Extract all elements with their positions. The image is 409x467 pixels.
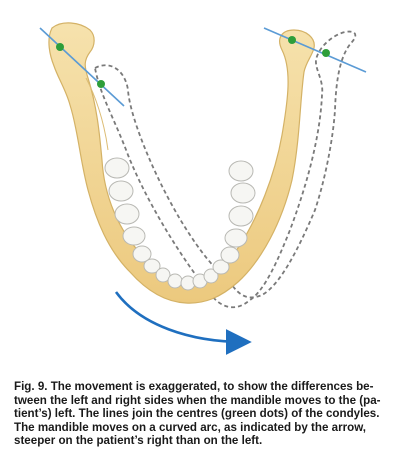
mandible-notch <box>85 77 109 151</box>
condyle-dot-right-displaced <box>322 49 330 57</box>
displaced-mandible-outline <box>93 30 357 309</box>
curved-arrow-icon <box>114 291 252 355</box>
figure-label: Fig. 9. <box>14 380 48 393</box>
condyle-dot-left-displaced <box>97 80 105 88</box>
figure-illustration <box>39 22 367 355</box>
teeth-left <box>104 157 183 289</box>
condyle-dot-right-original <box>288 36 296 44</box>
figure-caption: Fig. 9. The movement is exaggerated, to … <box>14 380 398 448</box>
condyle-dot-left-original <box>56 43 64 51</box>
caption-text: The movement is exaggerated, to show the… <box>14 380 381 448</box>
condyle-line-left <box>39 27 125 107</box>
condyle-line-right <box>263 27 367 73</box>
teeth-right <box>180 160 256 291</box>
mandible-illustration <box>48 22 315 304</box>
